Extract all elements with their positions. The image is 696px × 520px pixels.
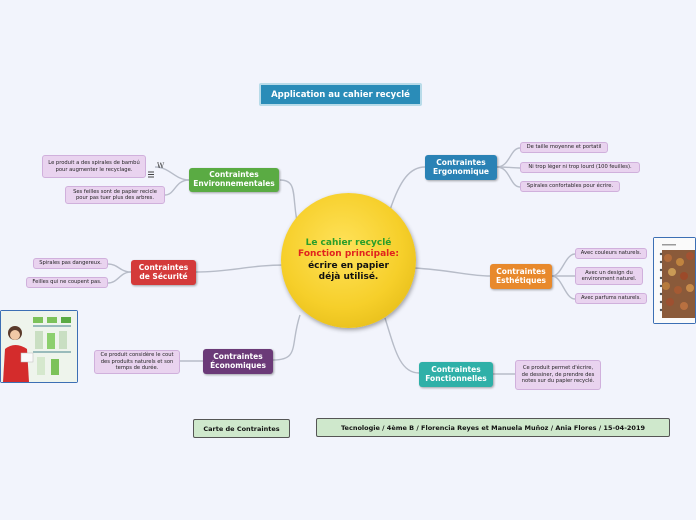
notebook-image[interactable] [653, 237, 696, 324]
center-line-function-2: déjà utilisé. [318, 271, 379, 282]
map-label[interactable]: Carte de Contraintes [193, 419, 290, 438]
central-topic[interactable]: Le cahier recyclé Fonction principale: é… [281, 193, 416, 328]
leaf-ergonomique-1[interactable]: De taille moyenne et portatil [520, 142, 608, 153]
leaf-ergonomique-3[interactable]: Spirales confortables pour écrire. [520, 181, 620, 192]
leaf-securite-1[interactable]: Spirales pas dangereux. [33, 258, 108, 269]
leaf-fonctionnelles-1[interactable]: Ce produit permet d'écrire, de dessiner,… [515, 360, 601, 390]
branch-ergonomique[interactable]: Contraintes Ergonomique [425, 155, 497, 180]
map-title[interactable]: Application au cahier recyclé [259, 83, 422, 106]
branch-fonctionnelles[interactable]: Contraintes Fonctionnelles [419, 362, 493, 387]
center-line-function-label: Fonction principale: [298, 249, 399, 260]
branch-economiques[interactable]: Contraintes Économiques [203, 349, 273, 374]
branch-esthetiques[interactable]: Contraintes Esthétiques [490, 264, 552, 289]
wikipedia-icon[interactable]: W [157, 162, 165, 170]
leaf-esthetiques-2[interactable]: Avec un design du environment naturel. [575, 267, 643, 285]
leaf-environnementales-1[interactable]: Le produit a des spirales de bambú pour … [42, 155, 146, 178]
leaf-esthetiques-1[interactable]: Avec couleurs naturels. [575, 248, 647, 259]
leaf-environnementales-2[interactable]: Ses feilles sont de papier recicle pour … [65, 186, 165, 204]
leaf-economiques-1[interactable]: Ce produit considère le cout des produit… [94, 350, 180, 374]
products-image[interactable] [0, 310, 78, 383]
center-line-product: Le cahier recyclé [305, 238, 392, 248]
leaf-ergonomique-2[interactable]: Ni trop léger ni trop lourd (100 feuille… [520, 162, 640, 173]
leaf-esthetiques-3[interactable]: Avec parfums naturels. [575, 293, 647, 304]
leaf-securite-2[interactable]: Feilles qui ne coupent pas. [26, 277, 108, 288]
credits-box[interactable]: Tecnologie / 4ème B / Florencia Reyes et… [316, 418, 670, 437]
branch-securite[interactable]: Contraintes de Sécurité [131, 260, 196, 285]
center-line-function-1: écrire en papier [308, 260, 389, 271]
branch-environnementales[interactable]: Contraintes Environnementales [189, 168, 279, 192]
notes-icon [148, 163, 154, 178]
